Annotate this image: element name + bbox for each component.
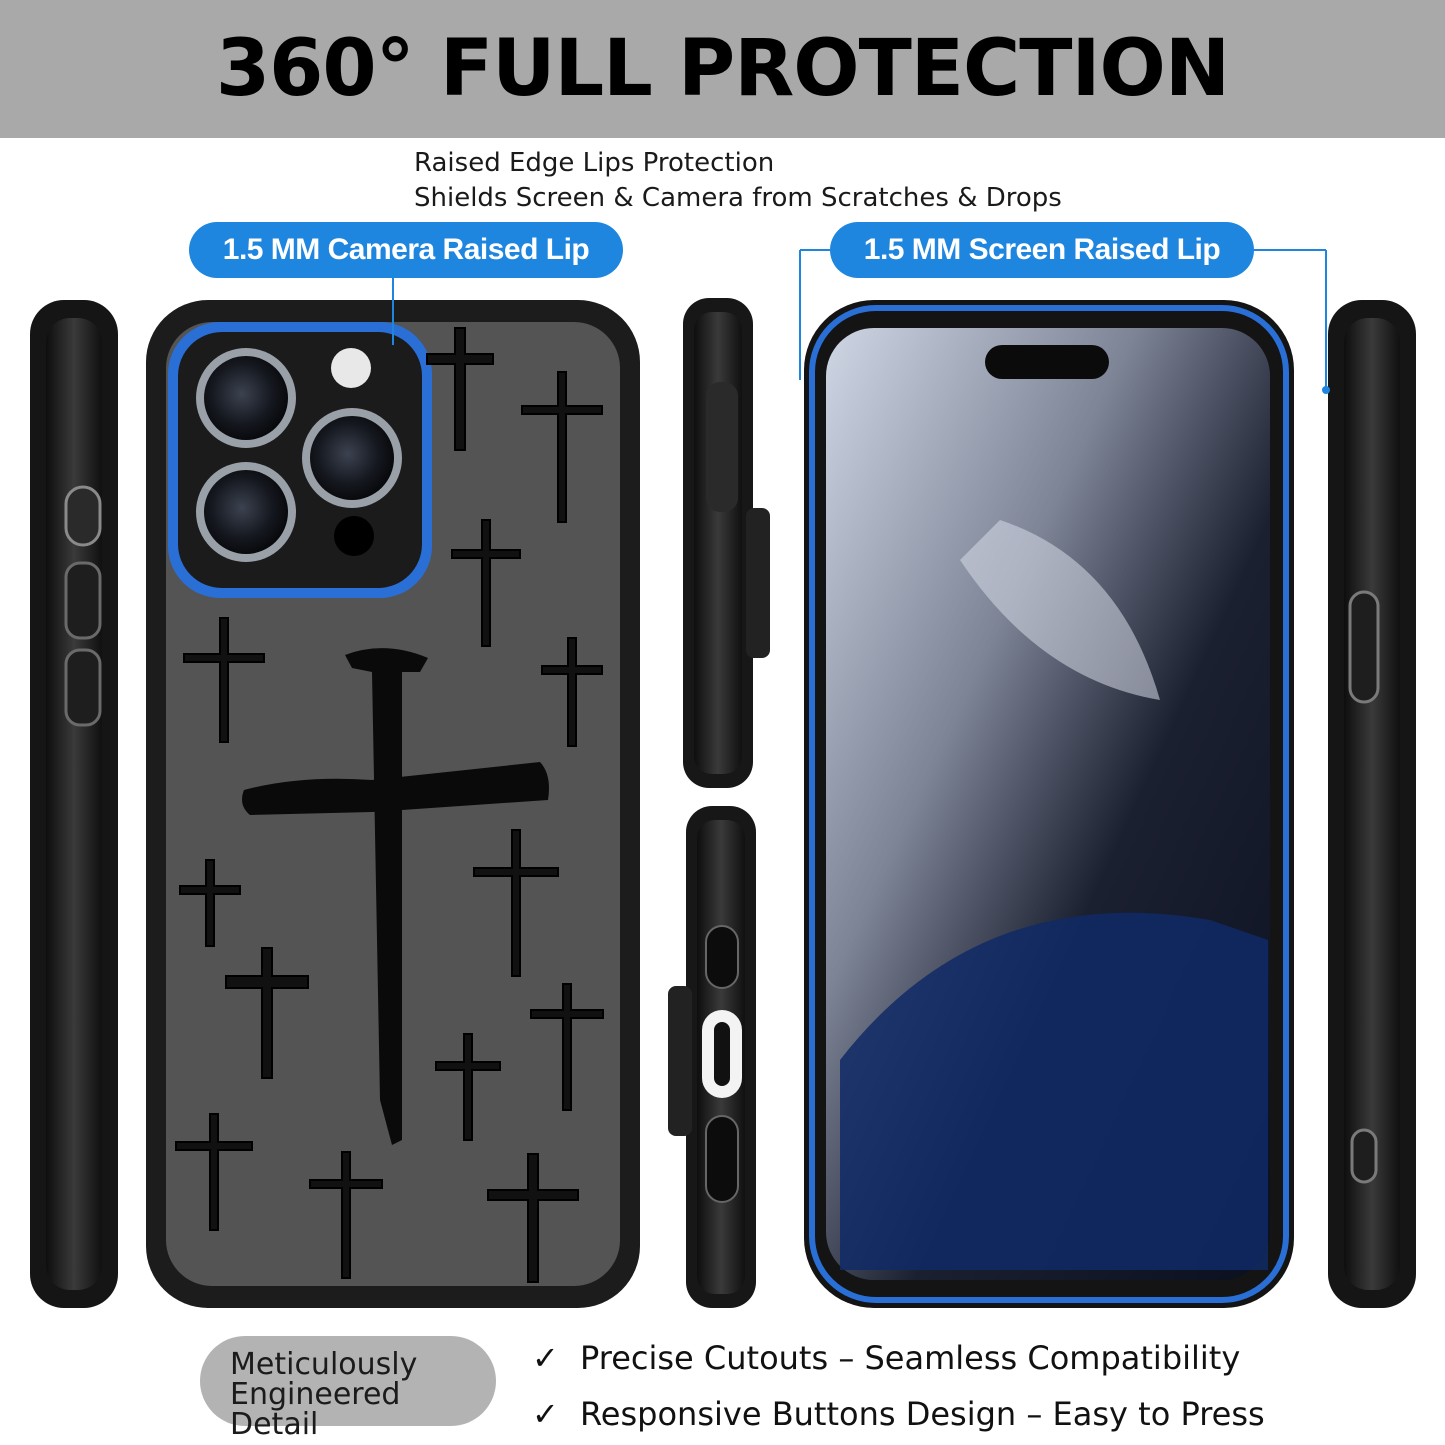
nail-cross-icon	[242, 648, 549, 1145]
dynamic-island	[985, 345, 1109, 379]
case-top-edge-view	[683, 298, 770, 788]
header-banner: 360° FULL PROTECTION	[0, 0, 1445, 138]
check-icon: ✓	[532, 1339, 559, 1377]
subtitle-line-1: Raised Edge Lips Protection	[414, 148, 775, 178]
volume-down-button	[64, 648, 102, 727]
detail-badge: Meticulously Engineered Detail	[200, 1336, 496, 1440]
screen-raised-lip	[809, 305, 1289, 1303]
subtitle: Raised Edge Lips Protection Shields Scre…	[414, 146, 1062, 216]
check-icon: ✓	[532, 1395, 559, 1433]
power-button	[1348, 590, 1380, 704]
case-front-view	[804, 300, 1294, 1308]
action-button-cutout	[64, 485, 102, 547]
detail-badge-line-1: Meticulously	[230, 1347, 418, 1382]
speaker-grille-icon	[705, 925, 739, 989]
small-cross-icons	[175, 327, 604, 1283]
feature-item: ✓ Precise Cutouts – Seamless Compatibili…	[532, 1330, 1265, 1386]
screen-lip-callout: 1.5 MM Screen Raised Lip	[830, 222, 1254, 278]
detail-badge-line-2: Engineered Detail	[230, 1377, 401, 1442]
camera-lip-callout: 1.5 MM Camera Raised Lip	[189, 222, 623, 278]
case-bottom-edge-view	[668, 806, 756, 1308]
case-back-view	[146, 300, 640, 1308]
subtitle-line-2: Shields Screen & Camera from Scratches &…	[414, 183, 1062, 213]
feature-list: ✓ Precise Cutouts – Seamless Compatibili…	[532, 1330, 1265, 1442]
volume-up-button	[64, 561, 102, 640]
speaker-grille-icon	[705, 1115, 739, 1203]
banner-title: 360° FULL PROTECTION	[215, 24, 1230, 114]
flash-icon	[331, 348, 371, 388]
camera-control-button	[1350, 1128, 1378, 1184]
case-left-side-view	[30, 300, 118, 1308]
camera-lens-icon	[204, 470, 288, 554]
feature-text: Precise Cutouts – Seamless Compatibility	[580, 1339, 1241, 1377]
feature-text: Responsive Buttons Design – Easy to Pres…	[580, 1395, 1265, 1433]
camera-lens-icon	[204, 356, 288, 440]
case-right-side-view	[1328, 300, 1416, 1308]
feature-item: ✓ Responsive Buttons Design – Easy to Pr…	[532, 1386, 1265, 1442]
camera-lens-icon	[310, 416, 394, 500]
